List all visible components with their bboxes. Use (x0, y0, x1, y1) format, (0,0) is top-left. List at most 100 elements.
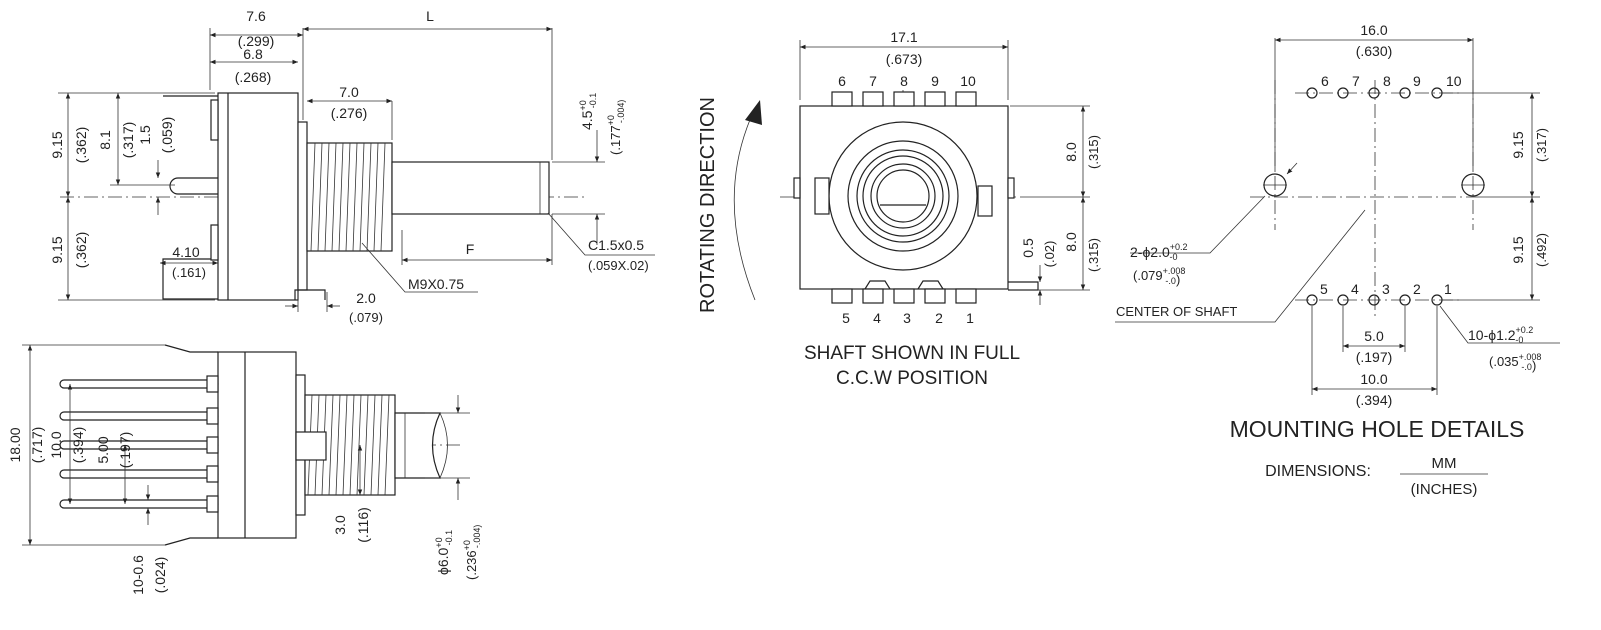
dim-4-10-in: (.161) (172, 265, 206, 280)
dim-pin: 10-0.6 (130, 555, 146, 595)
hole-2-spec-in: (.079+.008-.0) (1133, 266, 1185, 287)
mount-pin-2: 2 (1413, 281, 1421, 297)
rotating-arc (733, 114, 756, 301)
bottom-shaft (394, 412, 441, 479)
front-pin-7: 7 (869, 73, 877, 89)
dim-0-5-in: (.02) (1042, 241, 1057, 268)
dim-7-6: 7.6 (246, 8, 266, 24)
caption-line-1: SHAFT SHOWN IN FULL (804, 343, 1020, 364)
dim-3-in: (.116) (355, 507, 371, 543)
hole-2-spec: 2-ϕ2.0+0.2-0 (1130, 242, 1188, 262)
bottom-view: 18.00 (.717) 10.0 (.394) 5.00 (.197) 10-… (7, 344, 482, 595)
dim-8-bot: 8.0 (1063, 232, 1079, 252)
front-view: ROTATING DIRECTION (697, 29, 1101, 389)
dim-8-top: 8.0 (1063, 142, 1079, 162)
rotating-direction-label: ROTATING DIRECTION (697, 97, 719, 313)
front-pin-6: 6 (838, 73, 846, 89)
mount-dim-5: 5.0 (1364, 328, 1384, 344)
hole-10-spec: 10-ϕ1.2+0.2-0 (1468, 325, 1533, 345)
front-pin-10: 10 (960, 73, 976, 89)
dim-16-in: (.630) (1356, 43, 1393, 59)
dim-2-0: 2.0 (356, 290, 376, 306)
mount-pin-6: 6 (1321, 73, 1329, 89)
thread-spec: M9X0.75 (408, 276, 464, 292)
dim-8-bot-in: (.315) (1086, 238, 1101, 272)
dim-4-5: 4.5+0-0.1 (578, 93, 598, 130)
dim-F: F (466, 241, 475, 257)
dim-3: 3.0 (332, 515, 348, 535)
dim-9-15-top-in: (.362) (73, 127, 89, 164)
side-pins (162, 95, 219, 300)
mounting-title: MOUNTING HOLE DETAILS (1230, 416, 1525, 442)
dim-10: 10.0 (48, 431, 64, 458)
side-thread (306, 142, 393, 252)
rotating-arrow-icon (745, 100, 762, 125)
dim-8-1: 8.1 (97, 130, 113, 150)
mount-pin-4: 4 (1351, 281, 1359, 297)
chamfer-in: (.059X.02) (588, 258, 649, 273)
dim-7-6-in: (.299) (238, 33, 275, 49)
dim-18-in: (.717) (29, 427, 45, 464)
mount-pin-9: 9 (1413, 73, 1421, 89)
front-shaft (876, 169, 930, 223)
dim-16: 16.0 (1360, 22, 1387, 38)
caption-line-2: C.C.W POSITION (836, 368, 988, 389)
hole-10-spec-in: (.035+.008-.0) (1489, 352, 1541, 373)
dim-18: 18.00 (7, 427, 23, 462)
mount-pin-10: 10 (1446, 73, 1462, 89)
mount-pin-5: 5 (1320, 281, 1328, 297)
front-pin-2: 2 (935, 310, 943, 326)
mounting-view: 16.0 (.630) 6 7 8 9 10 5 4 3 2 1 (1115, 22, 1560, 498)
dim-4-10: 4.10 (172, 244, 199, 260)
dim-8-top-in: (.315) (1086, 135, 1101, 169)
mount-pin-7: 7 (1352, 73, 1360, 89)
front-pin-8: 8 (900, 73, 908, 89)
mount-pin-8: 8 (1383, 73, 1391, 89)
dimensions-label: DIMENSIONS: (1265, 463, 1371, 480)
chamfer: C1.5x0.5 (588, 237, 644, 253)
dim-0-5: 0.5 (1020, 238, 1036, 258)
dim-9-15-bot: 9.15 (49, 236, 65, 263)
mount-dim-9-15-bot: 9.15 (1510, 236, 1526, 263)
dim-17-1: 17.1 (890, 29, 917, 45)
mount-pin-holes-bottom (1306, 294, 1443, 306)
mount-pin-1: 1 (1444, 281, 1452, 297)
front-pin-9: 9 (931, 73, 939, 89)
front-pin-3: 3 (903, 310, 911, 326)
dim-7-0: 7.0 (339, 84, 359, 100)
dim-1-5-in: (.059) (159, 117, 175, 154)
front-pins-bottom (831, 280, 977, 304)
dim-pin-in: (.024) (152, 557, 168, 594)
unit-mm: MM (1432, 455, 1457, 472)
bottom-pins (59, 344, 219, 546)
front-pin-5: 5 (842, 310, 850, 326)
dim-5-in: (.197) (117, 432, 133, 469)
dim-9-15-bot-in: (.362) (73, 232, 89, 269)
bottom-body (217, 351, 297, 539)
front-body (799, 105, 1009, 290)
dim-L: L (426, 8, 434, 24)
dim-9-15-top: 9.15 (49, 131, 65, 158)
mount-pin-3: 3 (1382, 281, 1390, 297)
side-body (217, 92, 299, 301)
mount-dim-5-in: (.197) (1356, 349, 1393, 365)
unit-inches: (INCHES) (1411, 481, 1478, 498)
dim-10-in: (.394) (70, 427, 86, 464)
front-pin-4: 4 (873, 310, 881, 326)
front-pin-1: 1 (966, 310, 974, 326)
mount-dim-9-15-top-in: (.317) (1534, 128, 1549, 162)
dim-1-5: 1.5 (137, 125, 153, 145)
side-shaft (391, 161, 550, 215)
dim-dia-in: (.236+0-.004) (462, 525, 482, 580)
dim-17-1-in: (.673) (886, 51, 923, 67)
side-bushing-flange (297, 121, 308, 291)
center-of-shaft-label: CENTER OF SHAFT (1116, 304, 1237, 319)
dim-2-0-in: (.079) (349, 310, 383, 325)
dim-dia: ϕ6.0+0-0.1 (434, 530, 454, 575)
side-view: 7.6 (.299) 6.8 (.268) L 7.0 (.276) 9.15 … (49, 8, 655, 325)
dim-4-5-in: (.177+0-.004) (606, 100, 626, 155)
dim-7-0-in: (.276) (331, 105, 368, 121)
side-mount-tab (294, 289, 326, 300)
mount-dim-9-15-top: 9.15 (1510, 131, 1526, 158)
front-pins-top (831, 91, 977, 107)
